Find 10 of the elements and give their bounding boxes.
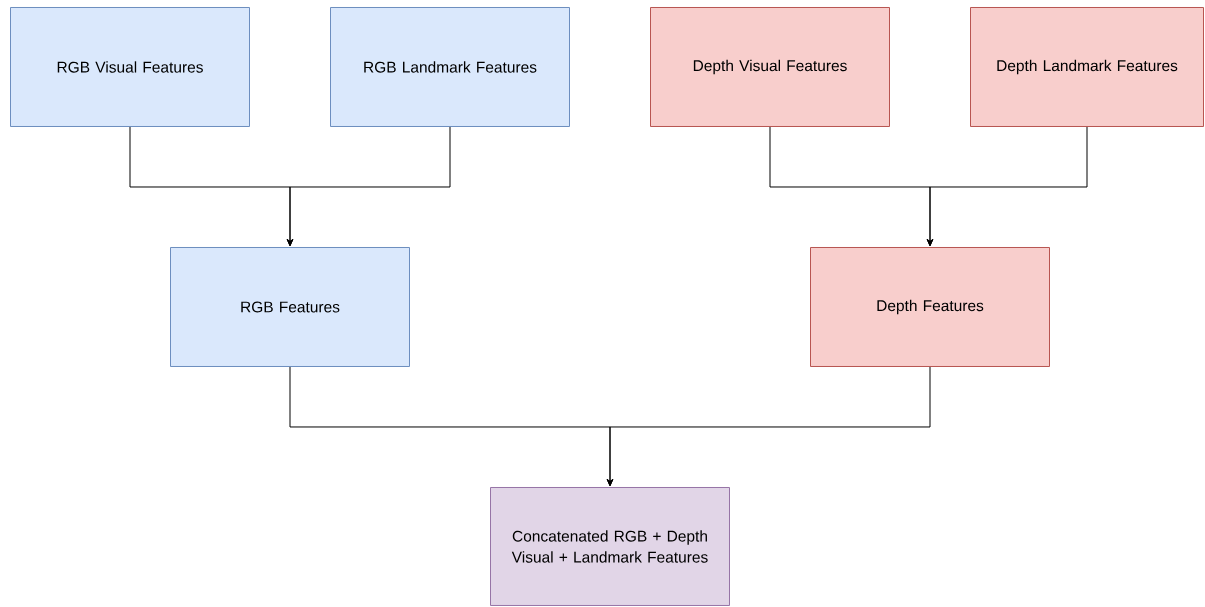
process-box: Depth Landmark Features <box>970 7 1204 127</box>
arrow <box>606 366 931 487</box>
process-box: RGB Landmark Features <box>330 7 570 127</box>
arrow <box>926 126 1088 247</box>
process-box: RGB Visual Features <box>10 7 250 127</box>
process-box: Depth Visual Features <box>650 7 890 127</box>
process-box: Depth Features <box>810 247 1050 367</box>
process-box: Concatenated RGB + Depth Visual + Landmark Features <box>490 487 730 606</box>
process-box: RGB Features <box>170 247 410 367</box>
arrow <box>286 126 451 247</box>
